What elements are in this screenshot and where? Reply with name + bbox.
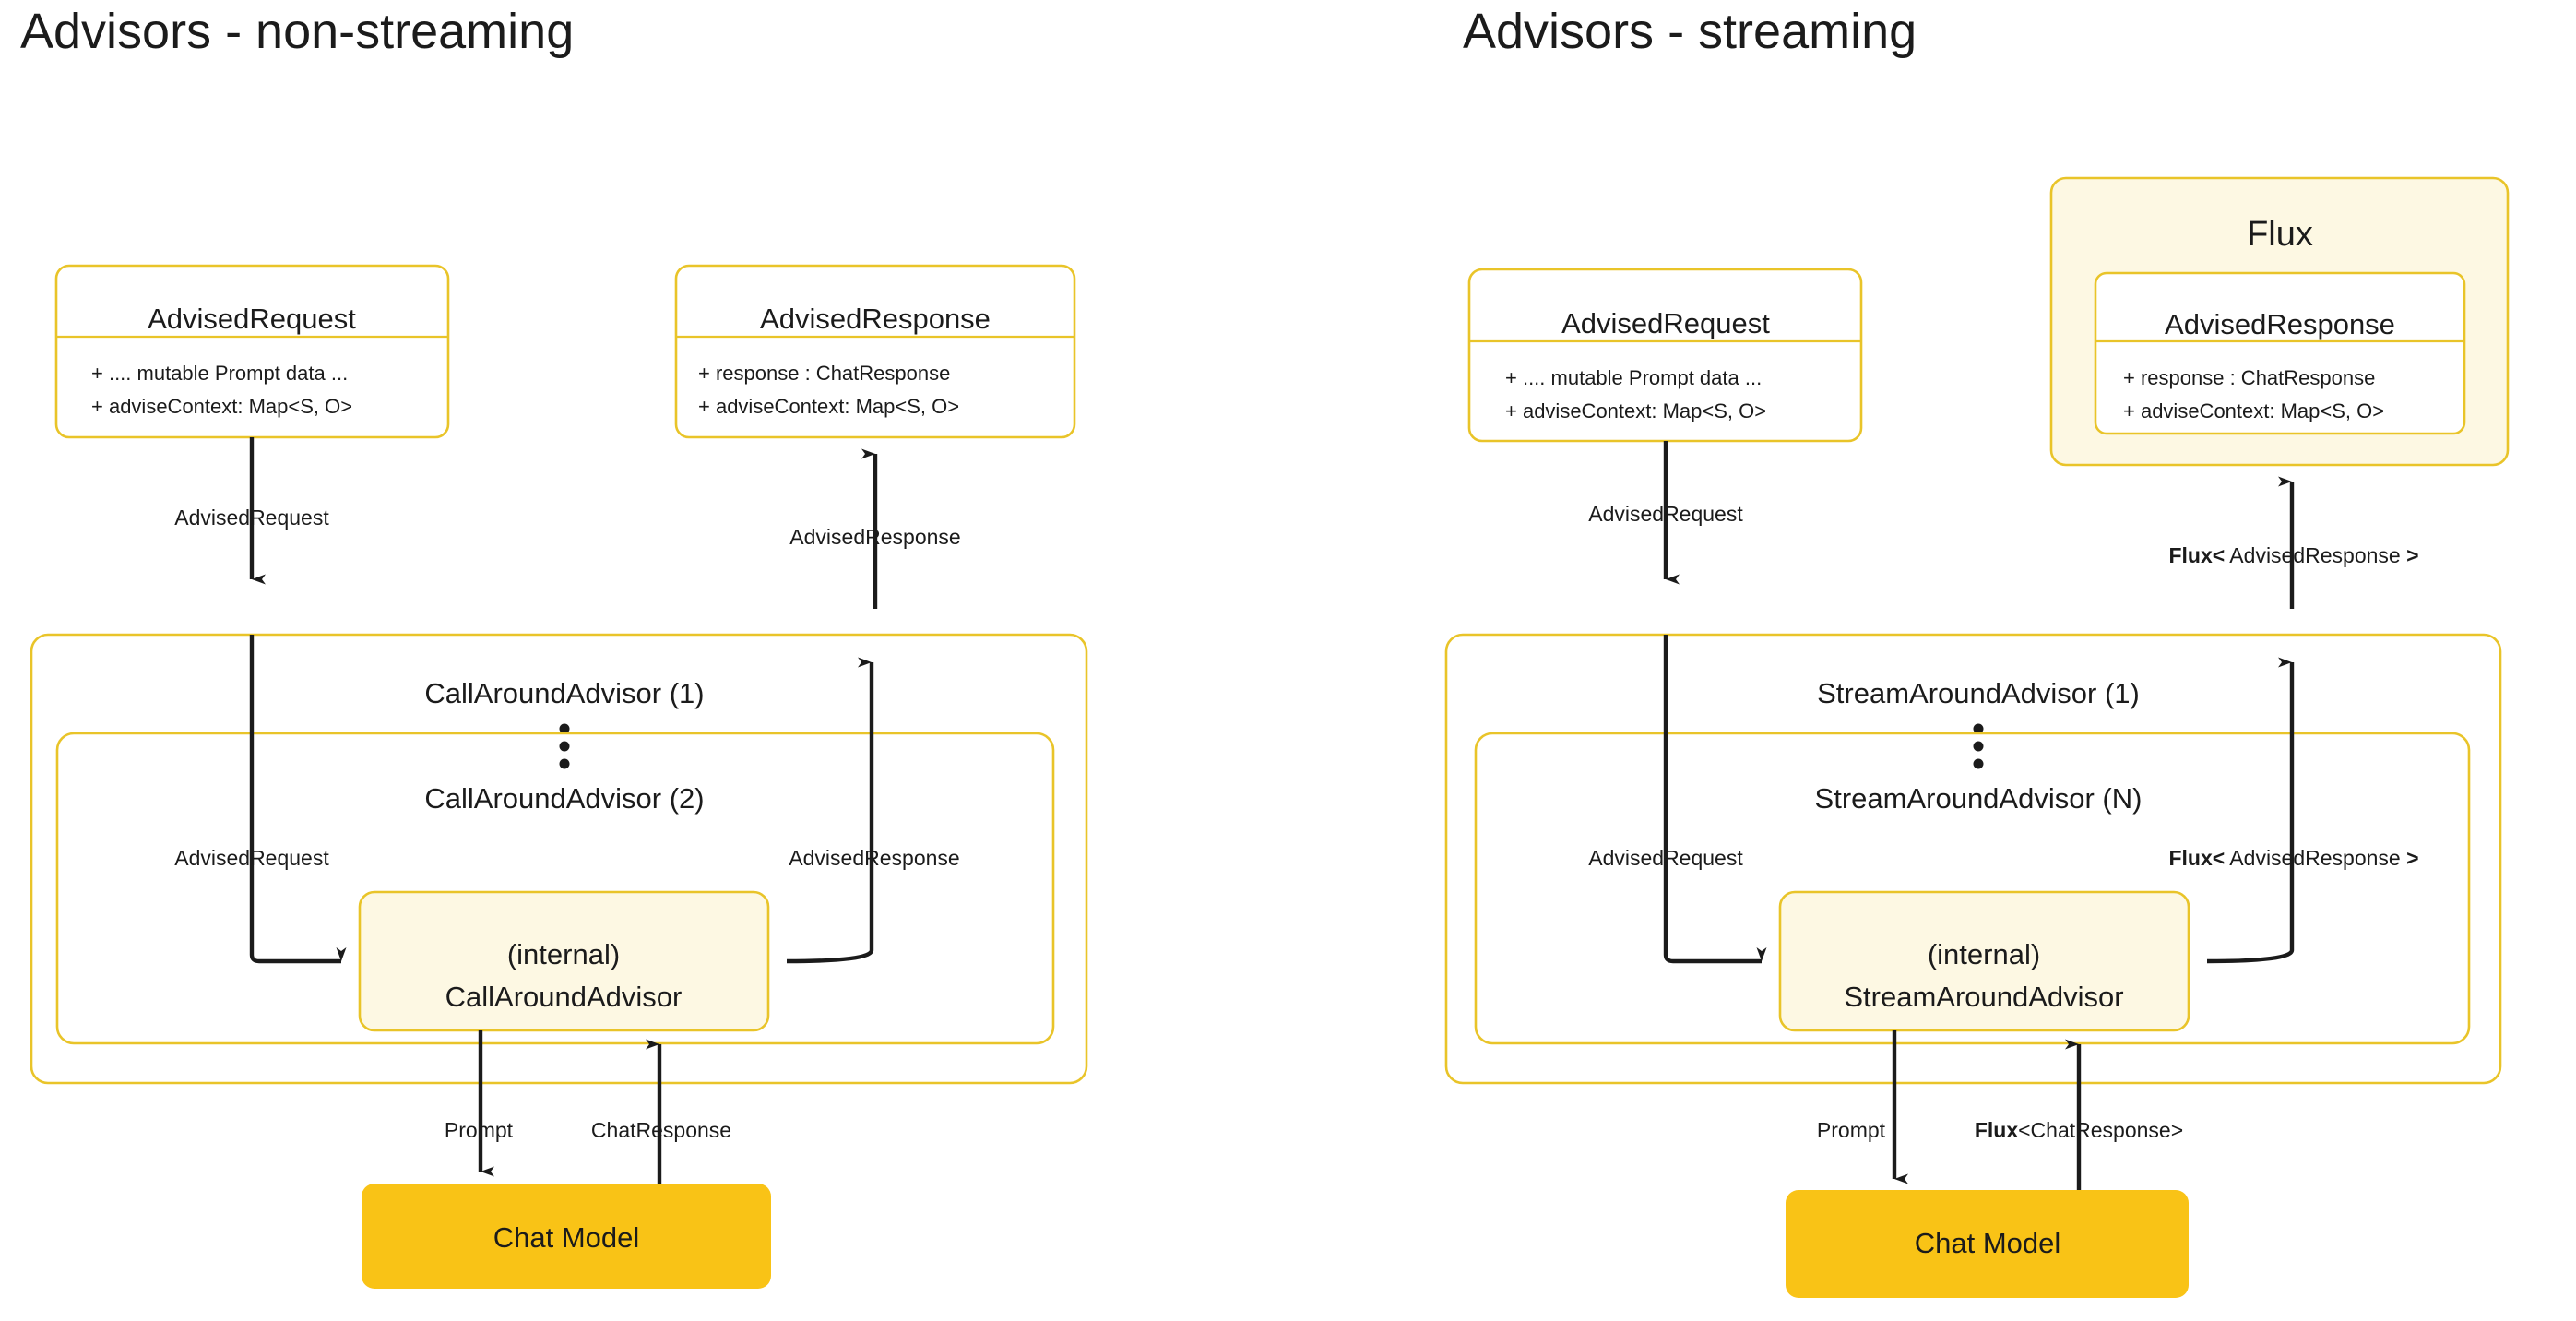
edge-label-response-inner-bold: Flux< <box>2168 846 2225 870</box>
edge-label-request-top: AdvisedRequest <box>1588 502 1743 526</box>
edge-label-chat-response: ChatResponse <box>591 1118 731 1142</box>
edge-label-request-inner: AdvisedRequest <box>174 846 329 870</box>
internal-advisor-line1: (internal) <box>507 938 620 970</box>
panel-title-streaming: Advisors - streaming <box>1463 4 1917 59</box>
class-name-advised-request: AdvisedRequest <box>1561 307 1770 339</box>
edge-label-response-top: AdvisedResponse <box>789 525 960 549</box>
class-attr-line: + adviseContext: Map<S, O> <box>2123 399 2384 422</box>
class-name-advised-request: AdvisedRequest <box>148 303 356 335</box>
class-box-advised-response-left: AdvisedResponse + response : ChatRespons… <box>674 264 1076 439</box>
edge-label-chat-response-bold: Flux <box>1975 1118 2018 1142</box>
class-attr-line: + .... mutable Prompt data ... <box>91 362 348 385</box>
class-attr-line: + adviseContext: Map<S, O> <box>91 395 352 418</box>
ellipsis-vertical-right <box>1973 723 1984 769</box>
edge-label-response-inner-bold-end: > <box>2406 846 2418 870</box>
internal-advisor-line2: StreamAroundAdvisor <box>1844 981 2123 1013</box>
class-name-advised-response: AdvisedResponse <box>2165 308 2395 340</box>
edge-label-request-top: AdvisedRequest <box>174 506 329 530</box>
chat-model-box-left: Chat Model <box>362 1184 771 1289</box>
advisor-group-inner-left <box>55 732 1055 1045</box>
edge-label-response-top: Flux< AdvisedResponse > <box>2168 543 2418 567</box>
advisor-group-inner-right <box>1474 732 2471 1045</box>
panel-non-streaming: Advisors - non-streaming AdvisedRequest … <box>20 4 1088 1289</box>
advisor-group-outer-right <box>1444 633 2502 1085</box>
class-attr-line: + response : ChatResponse <box>698 362 950 385</box>
internal-advisor-box-left: (internal) CallAroundAdvisor <box>358 890 770 1032</box>
advisor-group-outer-label: StreamAroundAdvisor (1) <box>1817 677 2140 709</box>
edge-label-response-inner: Flux< AdvisedResponse > <box>2168 846 2418 870</box>
edge-label-chat-response-plain: <ChatResponse> <box>2018 1118 2183 1142</box>
edge-label-request-inner: AdvisedRequest <box>1588 846 1743 870</box>
panel-title-non-streaming: Advisors - non-streaming <box>20 4 574 59</box>
class-box-advised-request-left: AdvisedRequest + .... mutable Prompt dat… <box>54 264 450 439</box>
edge-label-response-top-bold: Flux< <box>2168 543 2225 567</box>
edge-label-prompt: Prompt <box>1817 1118 1886 1142</box>
edge-label-chat-response: Flux<ChatResponse> <box>1975 1118 2183 1142</box>
class-attr-line: + adviseContext: Map<S, O> <box>1505 399 1766 422</box>
chat-model-label: Chat Model <box>493 1221 640 1254</box>
edge-label-response-inner-plain: AdvisedResponse <box>2225 846 2406 870</box>
advisor-group-inner-label: StreamAroundAdvisor (N) <box>1815 782 2143 815</box>
edge-request-to-internal-right <box>1663 635 1767 964</box>
chat-model-box-right: Chat Model <box>1786 1190 2189 1298</box>
advisor-group-inner-label: CallAroundAdvisor (2) <box>424 782 704 815</box>
advisor-group-outer-label: CallAroundAdvisor (1) <box>424 677 704 709</box>
class-name-advised-response: AdvisedResponse <box>760 303 991 335</box>
edge-label-prompt: Prompt <box>445 1118 514 1142</box>
edge-label-response-top-plain: AdvisedResponse <box>2225 543 2406 567</box>
edge-response-from-internal-right <box>2206 657 2295 964</box>
panel-streaming: Advisors - streaming AdvisedRequest + ..… <box>1444 4 2510 1298</box>
flux-wrapper-label: Flux <box>2247 215 2313 254</box>
internal-advisor-line1: (internal) <box>1928 938 2040 970</box>
flux-wrapper-right: Flux AdvisedResponse + response : ChatRe… <box>2049 176 2510 467</box>
chat-model-label: Chat Model <box>1915 1227 2061 1259</box>
edge-label-response-top-bold-end: > <box>2406 543 2418 567</box>
internal-advisor-box-right: (internal) StreamAroundAdvisor <box>1778 890 2190 1032</box>
edge-label-response-inner: AdvisedResponse <box>789 846 959 870</box>
class-box-advised-request-right: AdvisedRequest + .... mutable Prompt dat… <box>1467 268 1863 443</box>
class-attr-line: + adviseContext: Map<S, O> <box>698 395 959 418</box>
advisor-group-outer-left <box>30 633 1088 1085</box>
class-attr-line: + .... mutable Prompt data ... <box>1505 366 1762 389</box>
class-attr-line: + response : ChatResponse <box>2123 366 2375 389</box>
ellipsis-vertical-left <box>559 723 570 769</box>
internal-advisor-line2: CallAroundAdvisor <box>445 981 683 1013</box>
edge-request-to-internal-left <box>249 635 347 964</box>
edge-response-from-internal-left <box>786 657 874 964</box>
